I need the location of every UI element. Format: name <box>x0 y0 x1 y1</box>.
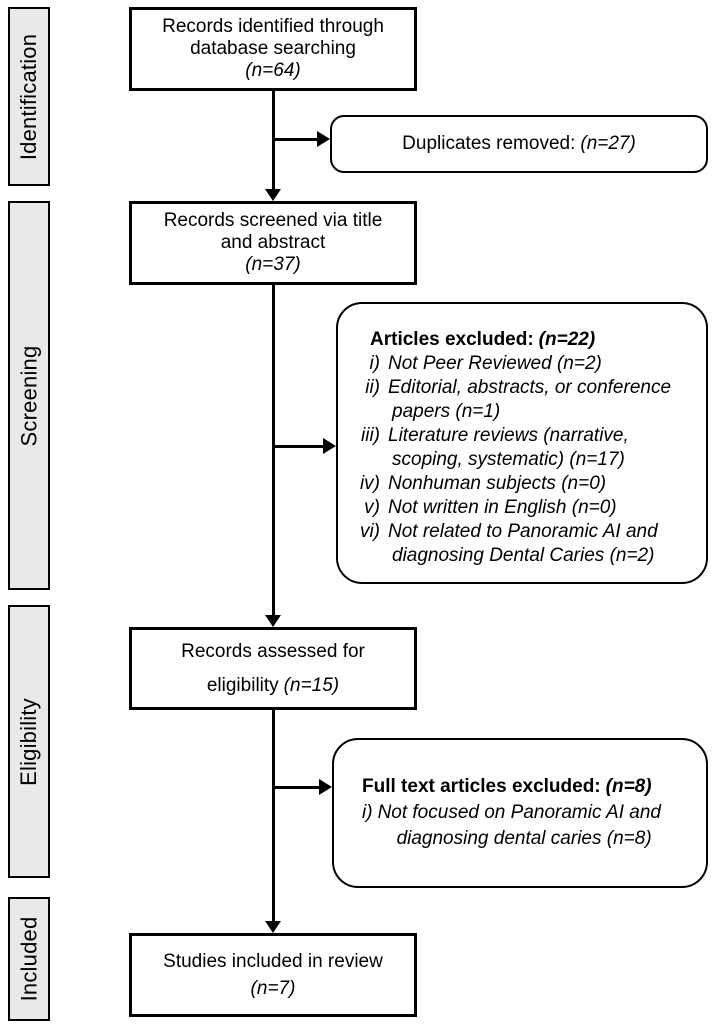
fulltext-exclusion-reason-item: i) Not focused on Panoramic AI and diagn… <box>362 802 661 849</box>
studies-included-text: Studies included in review <box>163 951 383 972</box>
exclusion-reason-item: v) Not written in English (n=0) <box>364 497 617 518</box>
exclusion-reason-item: iii) Literature reviews (narrative, scop… <box>361 425 629 470</box>
connector-screened-to-assessed <box>272 285 275 615</box>
articles-excluded-count: (n=22) <box>538 329 596 350</box>
articles-excluded-box: Articles excluded:(n=22) i) Not Peer Rev… <box>336 302 708 584</box>
arrowhead-right-fulltext-excluded <box>319 779 332 795</box>
stage-screening-label: Screening <box>16 345 41 446</box>
stage-identification: Identification <box>8 7 50 186</box>
stage-eligibility-label: Eligibility <box>16 697 42 786</box>
records-identified-text: Records identified through database sear… <box>162 16 384 59</box>
exclusion-reason-item: vi) Not related to Panoramic AI and diag… <box>359 521 658 566</box>
connector-to-duplicates <box>272 138 318 141</box>
studies-included-box: Studies included in review (n=7) <box>129 933 417 1017</box>
records-assessed-box: Records assessed for eligibility(n=15) <box>129 627 417 710</box>
duplicates-removed-box: Duplicates removed: (n=27) <box>330 115 708 173</box>
exclusion-reason-item: i) Not Peer Reviewed (n=2) <box>369 353 602 374</box>
arrowhead-right-duplicates <box>317 131 330 147</box>
arrowhead-down-included <box>265 921 281 933</box>
records-screened-count: (n=37) <box>245 254 301 275</box>
arrowhead-down-assessed <box>265 615 281 627</box>
studies-included-count: (n=7) <box>250 978 296 999</box>
connector-assessed-to-included <box>272 710 275 921</box>
stage-included: Included <box>8 897 50 1021</box>
records-screened-box: Records screened via title and abstract … <box>129 201 417 285</box>
fulltext-excluded-box: Full text articles excluded:(n=8) i) Not… <box>332 738 708 888</box>
stage-included-label: Included <box>16 916 41 1002</box>
stage-screening: Screening <box>8 201 50 590</box>
arrowhead-right-articles-excluded <box>323 438 336 454</box>
exclusion-reason-item: ii) Editorial, abstracts, or conference … <box>365 377 672 422</box>
articles-excluded-title: Articles excluded:(n=22) <box>370 329 596 350</box>
records-identified-box: Records identified through database sear… <box>129 7 417 91</box>
arrowhead-down-screened <box>265 189 281 201</box>
stage-identification-label: Identification <box>16 33 42 160</box>
fulltext-excluded-title: Full text articles excluded:(n=8) <box>362 776 652 797</box>
connector-to-articles-excluded <box>272 445 324 448</box>
records-screened-text: Records screened via title and abstract <box>163 210 383 253</box>
duplicates-removed-label: Duplicates removed: <box>402 133 576 154</box>
fulltext-excluded-count: (n=8) <box>605 776 652 797</box>
records-assessed-line2: eligibility(n=15) <box>206 674 340 696</box>
records-identified-count: (n=64) <box>245 60 301 81</box>
exclusion-reason-item: iv) Nonhuman subjects (n=0) <box>359 473 607 494</box>
connector-to-fulltext-excluded <box>272 786 320 789</box>
records-assessed-line1: Records assessed for <box>181 640 365 662</box>
records-assessed-count: (n=15) <box>283 674 340 696</box>
stage-eligibility: Eligibility <box>8 605 50 878</box>
duplicates-removed-count: (n=27) <box>580 133 636 154</box>
